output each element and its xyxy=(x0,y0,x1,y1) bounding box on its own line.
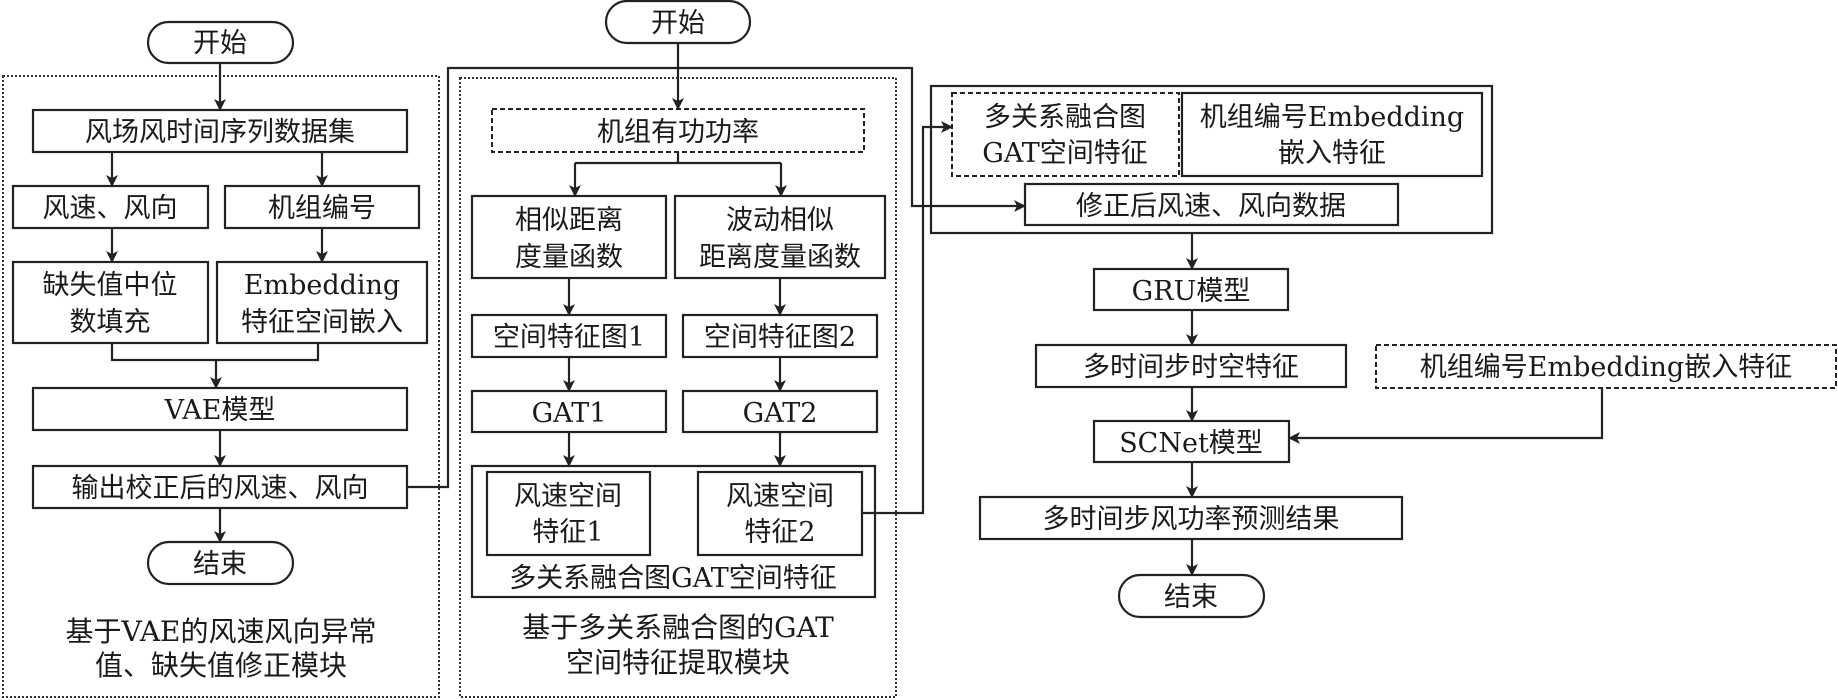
corrected-data-label: 修正后风速、风向数据 xyxy=(1076,191,1346,222)
wind-spatial-2-line1: 风速空间 xyxy=(726,481,834,512)
dataset-label: 风场风时间序列数据集 xyxy=(85,117,355,148)
start-label: 开始 xyxy=(651,8,705,39)
embedding-line1: Embedding xyxy=(244,270,400,301)
scnet-model-label: SCNet模型 xyxy=(1119,428,1263,459)
similar-distance-box: 相似距离 度量函数 xyxy=(470,194,668,280)
active-power-label: 机组有功功率 xyxy=(597,117,759,148)
fluctuation-distance-line2: 距离度量函数 xyxy=(699,242,861,273)
wind-spatial-1-line1: 风速空间 xyxy=(514,481,622,512)
unit-embedding-line1: 机组编号Embedding xyxy=(1200,102,1464,133)
spatial-graph-2-label: 空间特征图2 xyxy=(704,322,856,353)
fusion-gat-label: 多关系融合图GAT空间特征 xyxy=(509,563,837,594)
module2-start-terminal: 开始 xyxy=(604,0,752,45)
gru-model-box: GRU模型 xyxy=(1092,267,1290,312)
unit-embedding-line2: 嵌入特征 xyxy=(1278,138,1386,169)
output-corrected-box: 输出校正后的风速、风向 xyxy=(31,464,409,510)
fluctuation-distance-line1: 波动相似 xyxy=(726,205,834,236)
gat1-label: GAT1 xyxy=(532,398,607,429)
feature-input-group xyxy=(929,84,1494,235)
prediction-result-label: 多时间步风功率预测结果 xyxy=(1043,504,1340,535)
spatial-graph-1-box: 空间特征图1 xyxy=(470,313,668,359)
spatial-graph-2-box: 空间特征图2 xyxy=(681,313,879,359)
wind-spatial-2-line2: 特征2 xyxy=(744,517,815,548)
unit-embedding-input-label: 机组编号Embedding嵌入特征 xyxy=(1420,352,1792,383)
unit-embedding-input-box: 机组编号Embedding嵌入特征 xyxy=(1375,344,1837,389)
module1-frame xyxy=(2,75,440,698)
merge-connector xyxy=(110,343,320,362)
fusion-gat-feature-line1: 多关系融合图 xyxy=(984,102,1146,133)
spatial-graph-1-label: 空间特征图1 xyxy=(493,322,645,353)
module1-start-terminal: 开始 xyxy=(146,20,295,65)
active-power-box: 机组有功功率 xyxy=(491,108,865,153)
fluctuation-distance-box: 波动相似 距离度量函数 xyxy=(673,194,887,280)
end-label: 结束 xyxy=(1164,582,1218,613)
prediction-result-box: 多时间步风功率预测结果 xyxy=(978,495,1404,541)
similar-distance-line2: 度量函数 xyxy=(515,242,623,273)
module2-caption-line1: 基于多关系融合图的GAT xyxy=(522,611,834,644)
module1-caption-line2: 值、缺失值修正模块 xyxy=(95,649,347,682)
wind-speed-direction-label: 风速、风向 xyxy=(43,193,178,224)
wind-spatial-1-line2: 特征1 xyxy=(532,517,603,548)
embedding-line2: 特征空间嵌入 xyxy=(241,307,403,338)
start-label: 开始 xyxy=(193,28,247,59)
vae-model-label: VAE模型 xyxy=(164,395,276,426)
fusion-feature-connector xyxy=(862,121,953,515)
wind-spatial-1-box xyxy=(485,470,652,557)
fusion-gat-feature-line2: GAT空间特征 xyxy=(982,138,1148,169)
fusion-gat-feature-box: 多关系融合图 GAT空间特征 xyxy=(951,92,1180,177)
multi-step-features-label: 多时间步时空特征 xyxy=(1083,352,1299,383)
multi-step-features-box: 多时间步时空特征 xyxy=(1034,343,1348,389)
gat2-label: GAT2 xyxy=(743,398,818,429)
scnet-model-box: SCNet模型 xyxy=(1092,419,1291,464)
output-corrected-label: 输出校正后的风速、风向 xyxy=(72,473,369,504)
embedding-box: Embedding 特征空间嵌入 xyxy=(215,260,429,345)
median-fill-line2: 数填充 xyxy=(70,307,151,338)
similar-distance-line1: 相似距离 xyxy=(515,205,623,236)
corrected-data-box: 修正后风速、风向数据 xyxy=(1023,182,1400,227)
gru-model-label: GRU模型 xyxy=(1132,276,1251,307)
module1-end-terminal: 结束 xyxy=(146,540,295,586)
unit-id-label: 机组编号 xyxy=(268,193,376,224)
unit-embedding-feature-box: 机组编号Embedding 嵌入特征 xyxy=(1180,91,1484,178)
vae-model-box: VAE模型 xyxy=(31,386,409,432)
fusion-gat-group: 风速空间 特征1 风速空间 特征2 多关系融合图GAT空间特征 xyxy=(470,464,877,599)
dataset-box: 风场风时间序列数据集 xyxy=(31,108,409,154)
module3-end-terminal: 结束 xyxy=(1117,573,1266,619)
median-fill-line1: 缺失值中位 xyxy=(43,270,178,301)
module2-frame xyxy=(459,77,897,698)
gat1-box: GAT1 xyxy=(470,389,668,434)
gat2-box: GAT2 xyxy=(681,389,879,434)
wind-spatial-2-box xyxy=(696,470,864,557)
embedding-to-scnet-connector xyxy=(1288,388,1604,444)
unit-id-box: 机组编号 xyxy=(223,184,421,230)
module1-caption-line1: 基于VAE的风速风向异常 xyxy=(66,615,377,648)
wind-speed-direction-box: 风速、风向 xyxy=(11,184,210,230)
median-fill-box: 缺失值中位 数填充 xyxy=(11,260,210,345)
module2-caption-line2: 空间特征提取模块 xyxy=(566,646,790,679)
end-label: 结束 xyxy=(193,549,247,580)
